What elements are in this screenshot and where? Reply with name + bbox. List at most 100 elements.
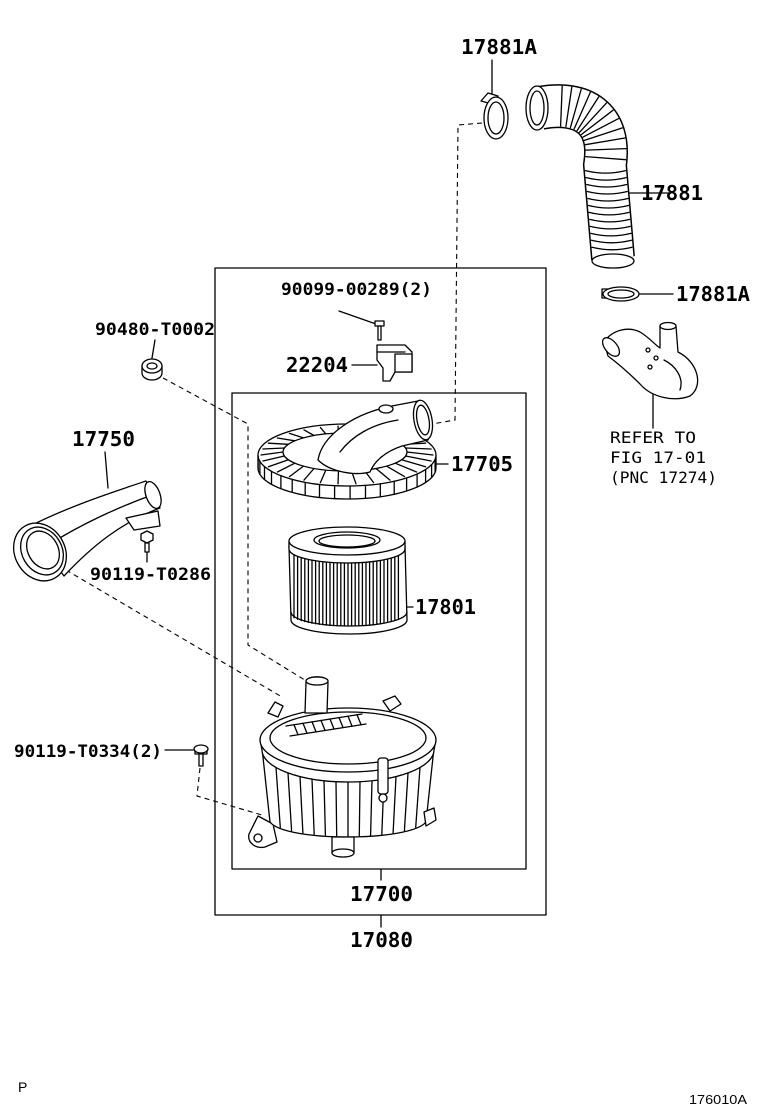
cap-rib — [319, 426, 327, 435]
hose-rib — [576, 96, 600, 132]
leader-line — [104, 451, 109, 489]
cap-ribs — [257, 425, 436, 500]
hose-body — [536, 85, 634, 260]
cap-rib — [276, 462, 296, 473]
hose-clamp-lower[interactable] — [601, 286, 640, 302]
hose-rib — [589, 218, 631, 223]
cap-rib — [288, 432, 305, 439]
case-clip-left — [267, 701, 284, 718]
hose-rib — [583, 127, 624, 142]
callout-air-flow-sensor: 22204 — [286, 353, 348, 377]
case-bolt[interactable] — [193, 744, 209, 767]
cap-rib — [276, 437, 296, 442]
air-flow-sensor[interactable] — [376, 344, 413, 382]
case-rib — [415, 766, 421, 829]
duct-crease — [339, 419, 399, 453]
case-snorkel-top — [305, 676, 329, 686]
reference-note-line-3: (PNC 17274) — [610, 468, 717, 487]
air-inlet-pipe[interactable] — [3, 479, 164, 590]
filter-bottom-band — [290, 611, 408, 627]
cap-rib — [375, 467, 391, 481]
bracket-hole — [253, 833, 263, 843]
case-rib — [275, 766, 281, 829]
cap-sensor-boss — [378, 404, 394, 414]
cap-rib — [260, 451, 284, 456]
bolt-head — [193, 744, 209, 754]
air-hose[interactable] — [525, 84, 635, 269]
case-rib — [392, 775, 397, 834]
hose-rib — [585, 176, 627, 181]
hose-rib — [585, 147, 627, 151]
clamp-ring-inner — [487, 101, 505, 135]
cap-rib — [404, 455, 432, 462]
hose-rib — [569, 88, 582, 129]
elbow-bend-line — [663, 359, 682, 391]
hose-rib — [590, 232, 632, 237]
hose-rib — [580, 109, 614, 136]
cap-rib — [262, 455, 286, 462]
hose-rib — [591, 246, 633, 251]
illustration-id: 176010A — [689, 1092, 747, 1107]
louver-vane — [338, 716, 344, 729]
cap-rib — [262, 447, 286, 450]
filter-center-bore — [318, 534, 376, 548]
leader-line — [151, 339, 156, 359]
cap-outlet-port — [412, 399, 434, 441]
hose-rib — [584, 169, 627, 174]
cap-rib — [267, 442, 290, 445]
louver-vane — [320, 719, 326, 732]
sensor-connector — [394, 353, 413, 373]
air-cleaner-cap[interactable] — [257, 399, 437, 500]
case-rib — [323, 780, 327, 836]
intake-elbow-reference[interactable] — [599, 321, 699, 400]
louver-rail — [289, 723, 367, 737]
hose-rib — [586, 190, 628, 195]
hose-rib — [573, 91, 591, 130]
louver-vane — [329, 718, 335, 730]
hose-rib — [565, 86, 573, 128]
reference-note-line-2: FIG 17-01 — [610, 448, 706, 467]
cap-rib — [267, 459, 290, 468]
hose-rib — [586, 183, 628, 188]
air-filter-element[interactable] — [288, 526, 408, 635]
hose-rib — [559, 85, 563, 127]
hose-rib — [585, 155, 627, 161]
strap-clip-pivot — [378, 793, 388, 803]
case-rib — [299, 775, 304, 834]
case-clip-right — [382, 695, 402, 712]
hose-inlet-end — [525, 85, 549, 131]
leader-line — [338, 310, 377, 325]
cap-rib — [406, 451, 434, 456]
case-inner-louvers — [285, 713, 367, 737]
elbow-top-port — [659, 321, 677, 331]
bolt-shank — [198, 753, 204, 767]
clip-nut[interactable] — [141, 358, 163, 381]
pipe-bracket — [125, 510, 161, 531]
case-opening — [269, 711, 427, 765]
hose-clamp-upper[interactable] — [480, 92, 509, 140]
louver-vane — [311, 721, 317, 733]
pipe-mouth-inner — [25, 530, 61, 570]
callout-clip-nut: 90480-T0002 — [95, 320, 215, 340]
case-ribs — [275, 766, 421, 837]
screw-head — [374, 320, 385, 327]
cap-rib — [319, 469, 327, 484]
hose-inlet-bore — [529, 90, 545, 126]
filter-pleats — [293, 554, 400, 627]
case-rib — [369, 780, 373, 836]
callout-case-bolt: 90119-T0334(2) — [14, 742, 162, 762]
hose-outlet-end — [591, 253, 635, 269]
cap-outlet-bore — [415, 404, 431, 436]
case-rib — [335, 781, 338, 837]
air-cleaner-case[interactable] — [248, 676, 437, 858]
sensor-screw[interactable] — [374, 320, 385, 341]
case-rib — [358, 781, 361, 837]
elbow-inlet — [601, 337, 621, 357]
hose-rib — [584, 137, 626, 146]
cap-rib — [385, 465, 406, 478]
case-bracket-right — [423, 807, 437, 827]
elbow-hole — [645, 347, 651, 353]
pipe-bolt[interactable] — [140, 530, 154, 553]
nut-bore — [146, 362, 158, 370]
cap-rib — [303, 429, 315, 437]
